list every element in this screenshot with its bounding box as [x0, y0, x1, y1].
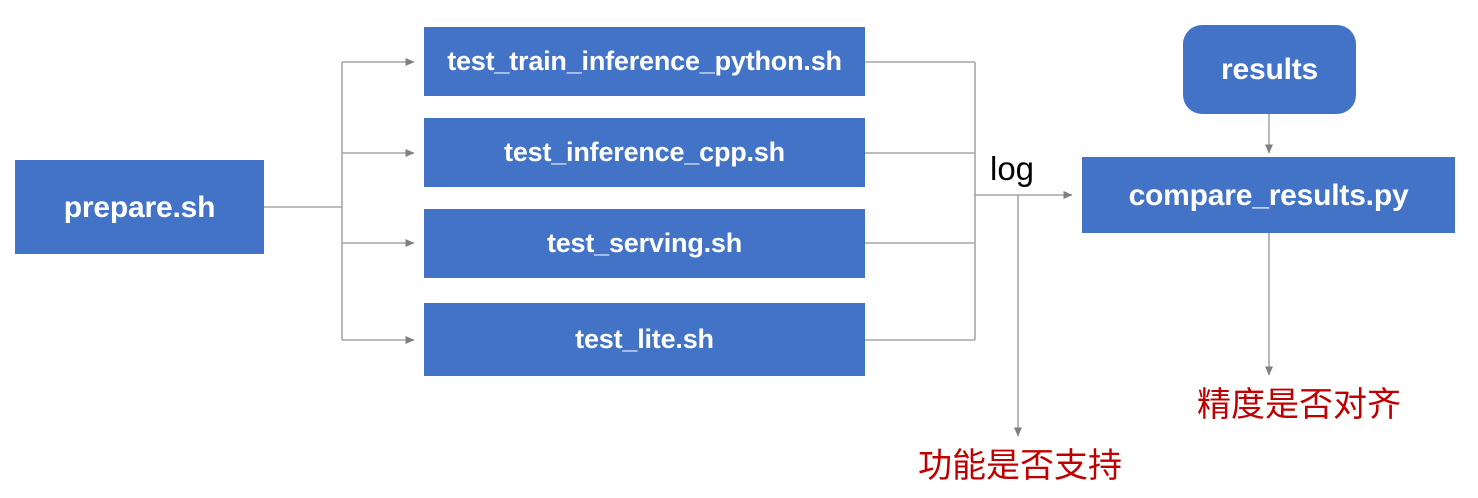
node-test-serving-label: test_serving.sh: [546, 227, 743, 258]
node-prepare-sh-label: prepare.sh: [63, 190, 216, 224]
node-test-serving[interactable]: test_serving.sh: [424, 209, 865, 278]
node-test-lite[interactable]: test_lite.sh: [424, 303, 865, 376]
edge-label-log: log: [990, 150, 1035, 187]
node-compare-results-py-label: compare_results.py: [1128, 178, 1409, 212]
node-test-inference-cpp-label: test_inference_cpp.sh: [504, 136, 785, 167]
node-prepare-sh[interactable]: prepare.sh: [15, 160, 264, 254]
node-test-train-inference-python-label: test_train_inference_python.sh: [447, 45, 842, 76]
node-test-inference-cpp[interactable]: test_inference_cpp.sh: [424, 118, 865, 187]
node-results[interactable]: results: [1183, 25, 1356, 114]
note-precision-aligned: 精度是否对齐: [1197, 386, 1401, 424]
node-compare-results-py[interactable]: compare_results.py: [1082, 157, 1455, 233]
node-test-train-inference-python[interactable]: test_train_inference_python.sh: [424, 27, 865, 96]
node-test-lite-label: test_lite.sh: [575, 323, 714, 354]
node-results-label: results: [1221, 53, 1318, 86]
note-feature-support: 功能是否支持: [918, 447, 1122, 485]
